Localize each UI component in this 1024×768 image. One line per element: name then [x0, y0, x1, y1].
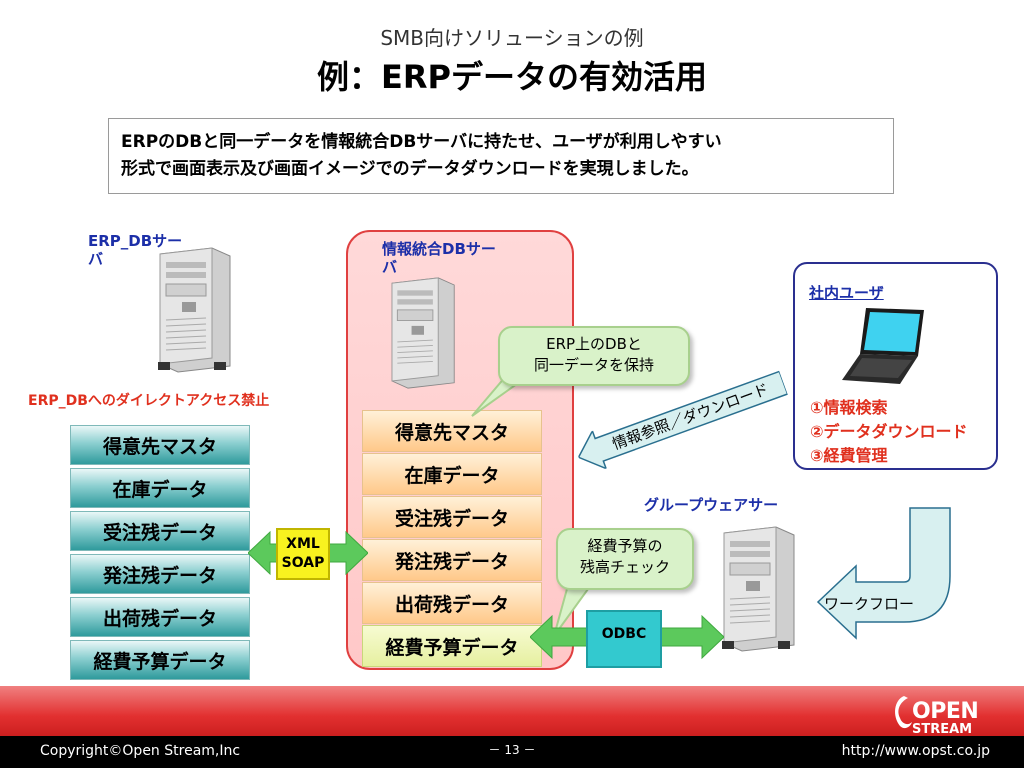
int-table-purchase-backlog: 発注残データ	[362, 539, 542, 581]
int-table-expense-budget: 経費予算データ	[362, 625, 542, 667]
user-function-search: ①情報検索	[810, 398, 888, 417]
copyright-text: Copyright©Open Stream,Inc	[40, 743, 241, 759]
erp-table-order-backlog: 受注残データ	[70, 511, 250, 551]
integration-server-icon	[391, 277, 455, 389]
callout-budget-line-2: 残高チェック	[579, 558, 670, 576]
page-number: － 13 －	[488, 743, 536, 757]
callout-pointer-budget	[553, 578, 598, 637]
erp-table-shipping-backlog: 出荷残データ	[70, 597, 250, 637]
erp-table-expense-budget: 経費予算データ	[70, 640, 250, 680]
groupware-server-label: グループウェアサー	[644, 496, 779, 514]
slide-subtitle: SMB向けソリューションの例	[380, 26, 644, 50]
callout-same-data-line-2: 同一データを保持	[533, 356, 654, 374]
open-stream-logo-mark	[895, 696, 912, 729]
laptop-icon	[842, 308, 924, 384]
groupware-server-icon	[722, 526, 795, 652]
internal-user-title: 社内ユーザ	[809, 284, 884, 302]
callout-same-data-line-1: ERP上のDBと	[546, 335, 642, 353]
xml-label: XML	[286, 536, 320, 552]
direct-access-warning: ERP_DBへのダイレクトアクセス禁止	[28, 393, 270, 409]
user-function-list: ①情報検索 ②データダウンロード ③経費管理	[810, 396, 968, 468]
footer-band	[0, 686, 1024, 736]
logo-text-open: OPEN	[912, 699, 979, 724]
callout-budget-check: 経費予算の 残高チェック	[556, 528, 694, 590]
workflow-label: ワークフロー	[824, 595, 915, 613]
user-function-expense: ③経費管理	[810, 446, 888, 465]
reference-arrow-shape	[577, 370, 789, 470]
reference-arrow-label: 情報参照／ダウンロード	[609, 379, 771, 454]
description-line-1: ERPのDBと同一データを情報統合DBサーバに持たせ、ユーザが利用しやすい	[121, 132, 722, 152]
reference-download-arrow: 情報参照／ダウンロード	[572, 364, 791, 476]
odbc-box: ODBC	[586, 610, 662, 668]
callout-pointer-erp	[471, 376, 530, 417]
integration-server-label: 情報統合DBサー バ	[382, 240, 496, 276]
erp-table-customer-master: 得意先マスタ	[70, 425, 250, 465]
erp-table-purchase-backlog: 発注残データ	[70, 554, 250, 594]
integration-server-label-line-1: 情報統合DBサー	[382, 240, 496, 258]
erp-table-inventory: 在庫データ	[70, 468, 250, 508]
int-table-customer-master: 得意先マスタ	[362, 410, 542, 452]
int-table-order-backlog: 受注残データ	[362, 496, 542, 538]
int-table-inventory: 在庫データ	[362, 453, 542, 495]
soap-label: SOAP	[281, 555, 325, 571]
xml-soap-box: XML SOAP	[276, 528, 330, 580]
description-line-2: 形式で画面表示及び画面イメージでのデータダウンロードを実現しました。	[121, 159, 699, 179]
erp-server-label: ERP_DBサー バ	[88, 232, 182, 268]
user-function-download: ②データダウンロード	[810, 422, 968, 441]
company-url[interactable]: http://www.opst.co.jp	[841, 743, 990, 759]
erp-server-icon	[158, 247, 231, 373]
int-table-shipping-backlog: 出荷残データ	[362, 582, 542, 624]
callout-same-data: ERP上のDBと 同一データを保持	[498, 326, 690, 386]
description-box: ERPのDBと同一データを情報統合DBサーバに持たせ、ユーザが利用しやすい 形式…	[108, 118, 894, 194]
footer-bar: Copyright©Open Stream,Inc － 13 － http://…	[0, 736, 1024, 768]
logo-text-stream: STREAM	[912, 722, 973, 737]
slide-title: 例：ERPデータの有効活用	[317, 58, 707, 96]
erp-server-label-line-2: バ	[88, 250, 104, 268]
erp-server-label-line-1: ERP_DBサー	[88, 232, 183, 250]
integration-server-label-line-2: バ	[382, 258, 398, 276]
callout-budget-line-1: 経費予算の	[587, 537, 663, 555]
workflow-arrow	[816, 507, 951, 640]
